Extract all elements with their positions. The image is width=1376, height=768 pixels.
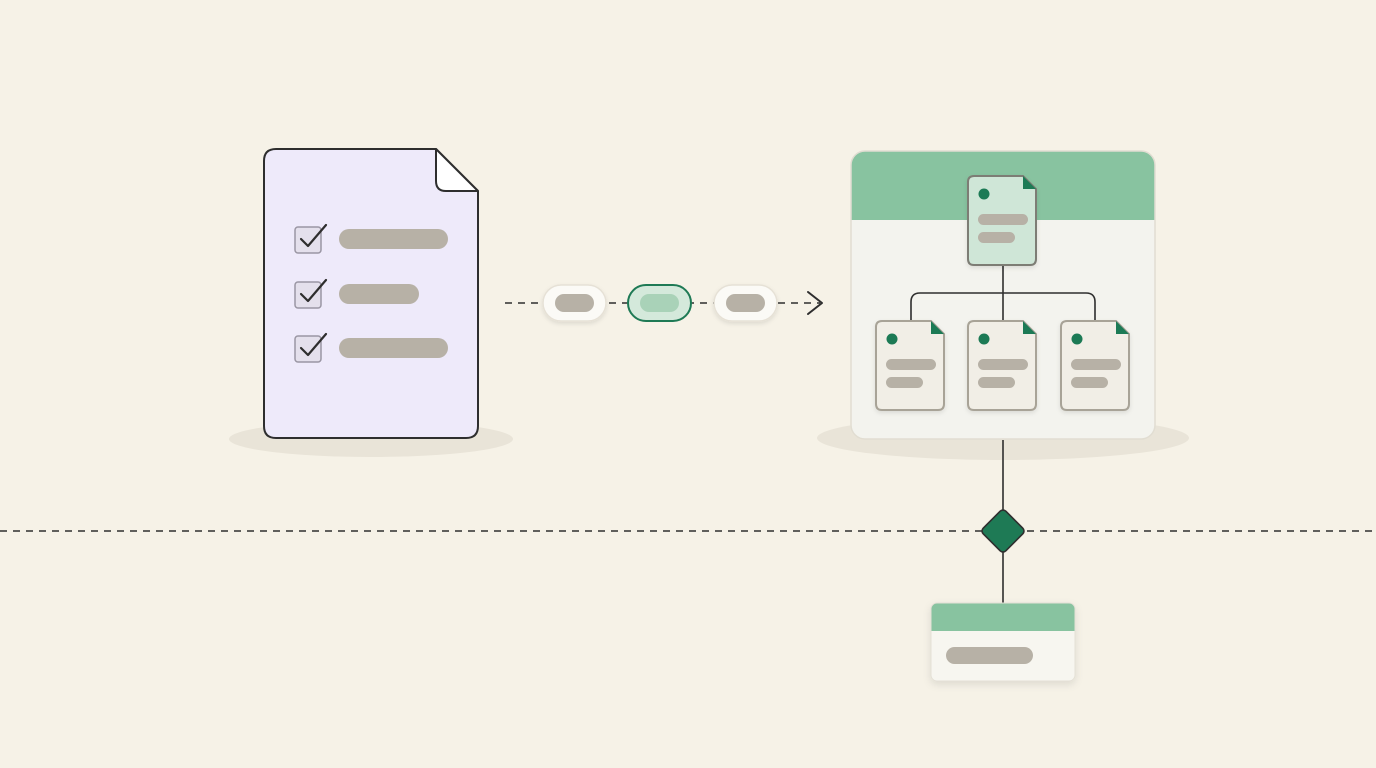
checklist-item-text-placeholder [339,229,448,249]
output-card-header [931,603,1075,631]
output-card-line [946,647,1033,664]
chain-link-highlighted [627,284,692,322]
page-corner-fold [931,321,944,334]
page-text-placeholder [978,214,1028,225]
checkbox [294,281,322,309]
checkmark-icon [299,223,328,248]
checklist-item [294,278,419,309]
checklist-document [229,148,513,457]
page-corner-fold [1023,321,1036,334]
page-marker-dot [886,333,898,345]
decision-diamond-icon [981,509,1025,553]
page-text-placeholder [886,359,936,370]
page-text-placeholder [978,377,1015,388]
checkmark-icon [299,278,328,303]
output-card [930,602,1076,682]
chain-link [542,284,607,322]
arrow-right-icon [807,291,823,315]
checkbox [294,226,322,254]
checklist-item-text-placeholder [339,284,419,304]
checkmark-icon [299,332,328,357]
parent-page-node [967,175,1037,266]
chain-links [542,284,778,322]
page-text-placeholder [886,377,923,388]
parent-page [967,175,1037,266]
child-page [875,320,945,411]
page-corner-fold [1116,321,1129,334]
checklist-item-text-placeholder [339,338,448,358]
checklist-item [294,332,448,363]
document-folded-corner [435,148,479,192]
page-text-placeholder [1071,359,1121,370]
page-marker-dot [978,188,990,200]
chain-link [713,284,778,322]
connector-flow [505,284,823,322]
page-marker-dot [978,333,990,345]
page-marker-dot [1071,333,1083,345]
child-page [967,320,1037,411]
page-text-placeholder [1071,377,1108,388]
page-text-placeholder [978,359,1028,370]
checklist-items [294,223,448,363]
checkbox [294,335,322,363]
child-page-nodes [875,320,1130,411]
tree-connectors [910,265,1096,321]
page-text-placeholder [978,232,1015,243]
page-corner-fold [1023,176,1036,189]
checklist-item [294,223,448,254]
child-page [1060,320,1130,411]
hierarchy-panel [817,150,1189,460]
